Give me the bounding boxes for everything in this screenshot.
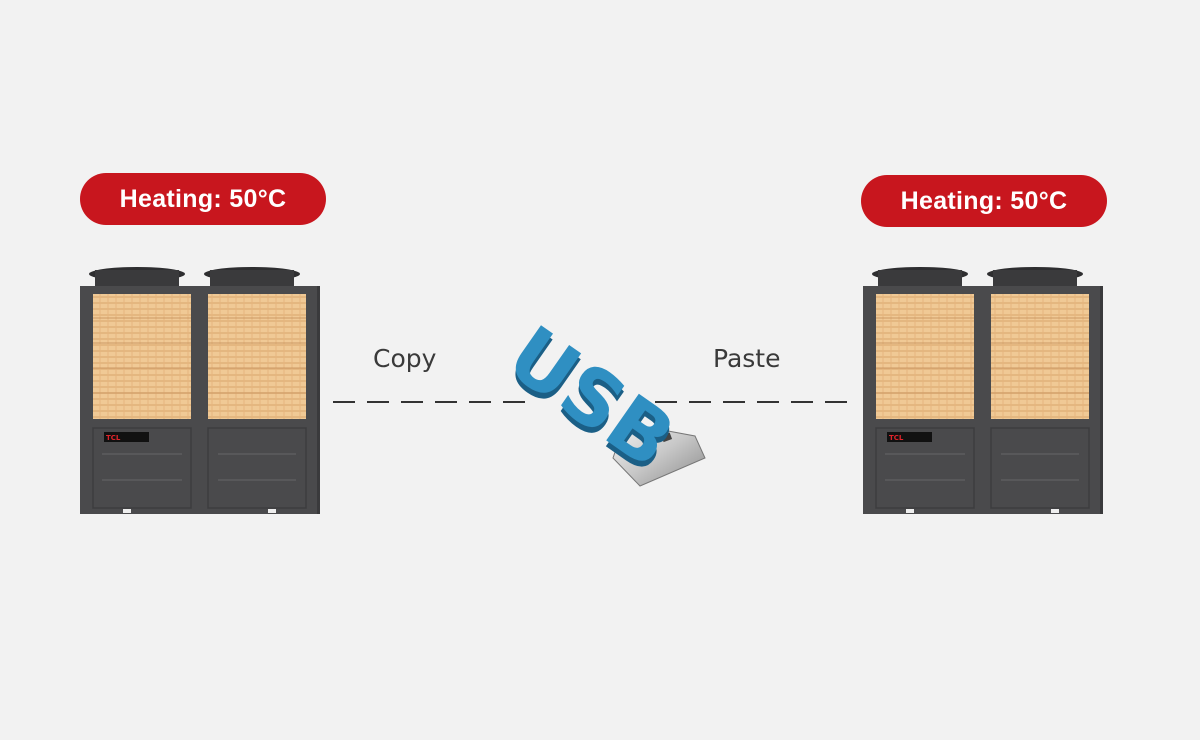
right-brand-text: TCL xyxy=(889,434,904,442)
paste-label: Paste xyxy=(713,344,781,373)
right-heating-badge: Heating: 50°C xyxy=(861,175,1107,227)
left-heat-pump-unit: TCL xyxy=(80,267,320,514)
left-heating-text: Heating: 50°C xyxy=(119,184,287,213)
right-heat-pump-unit: TCL xyxy=(863,267,1103,514)
left-heating-badge: Heating: 50°C xyxy=(80,173,326,225)
left-brand-text: TCL xyxy=(106,434,121,442)
usb-stick-icon: USB USB xyxy=(495,318,706,492)
left-brand-logo xyxy=(104,432,149,442)
right-brand-logo xyxy=(887,432,932,442)
copy-label: Copy xyxy=(373,344,437,373)
right-heating-text: Heating: 50°C xyxy=(900,186,1068,215)
